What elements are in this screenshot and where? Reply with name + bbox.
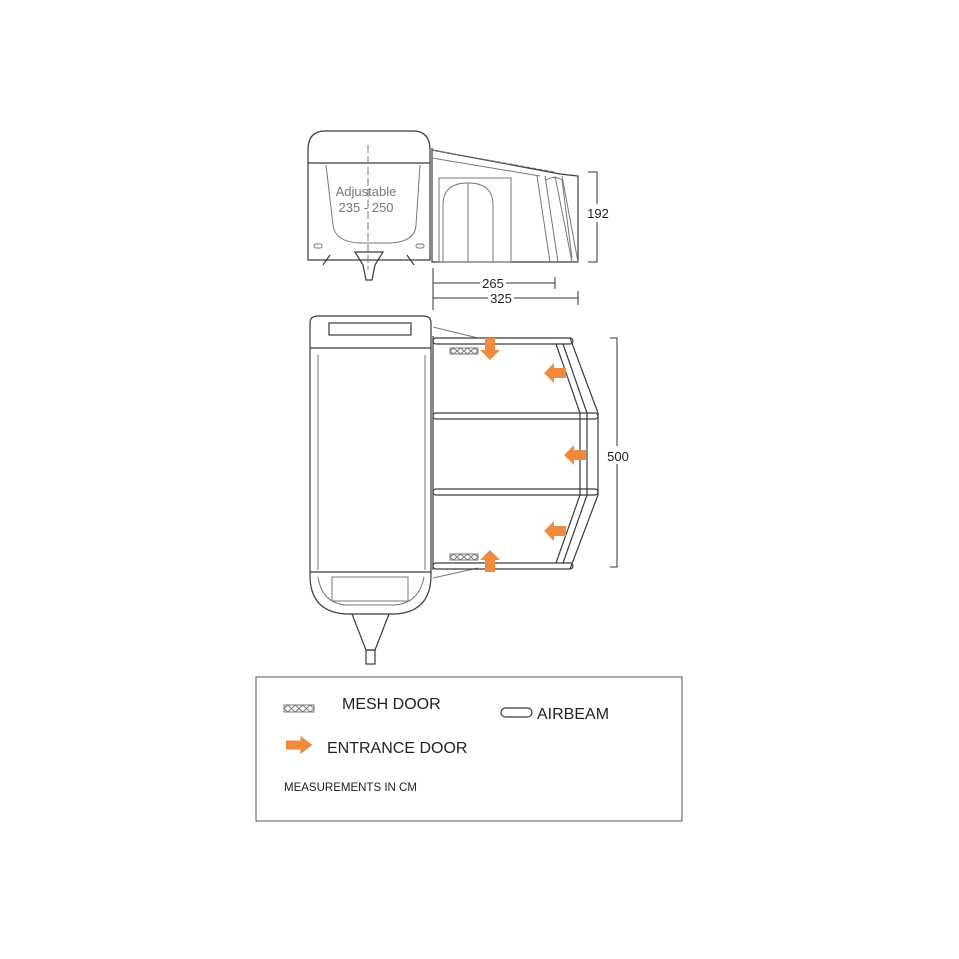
caravan-plan	[309, 315, 432, 665]
entrance-door-arrow-icon	[564, 445, 586, 465]
legend: MESH DOOR AIRBEAM ENTRANCE DOOR MEASUREM…	[255, 676, 683, 822]
entrance-door-arrow-icon	[480, 338, 500, 360]
width-500: 500	[607, 449, 629, 464]
caravan-rear: Adjustable 235 - 250	[307, 130, 431, 281]
airbeam-icon	[500, 707, 533, 718]
depth-265: 265	[482, 276, 504, 291]
depth-dimensions: 265 325	[432, 268, 579, 310]
plan-view: 500	[309, 315, 632, 665]
adjustable-range: 235 - 250	[339, 200, 394, 215]
height-dimension: 192	[585, 171, 609, 263]
legend-entrance-door: ENTRANCE DOOR	[327, 740, 467, 757]
entrance-door-arrow-icon	[544, 363, 566, 383]
width-dimension: 500	[604, 337, 632, 568]
mesh-door-icon	[449, 347, 479, 355]
awning-side	[431, 148, 579, 263]
mesh-door-icon	[449, 553, 479, 561]
adjustable-label: Adjustable	[336, 184, 397, 199]
side-view: Adjustable 235 - 250 192 265	[307, 130, 609, 310]
depth-325: 325	[490, 291, 512, 306]
legend-mesh-door: MESH DOOR	[342, 696, 441, 713]
entrance-door-arrow-icon	[544, 521, 566, 541]
legend-airbeam: AIRBEAM	[537, 706, 609, 723]
awning-plan	[432, 326, 599, 579]
mesh-door-icon	[283, 704, 315, 713]
measurements-note: MEASUREMENTS IN CM	[284, 782, 417, 794]
height-192: 192	[587, 206, 609, 221]
